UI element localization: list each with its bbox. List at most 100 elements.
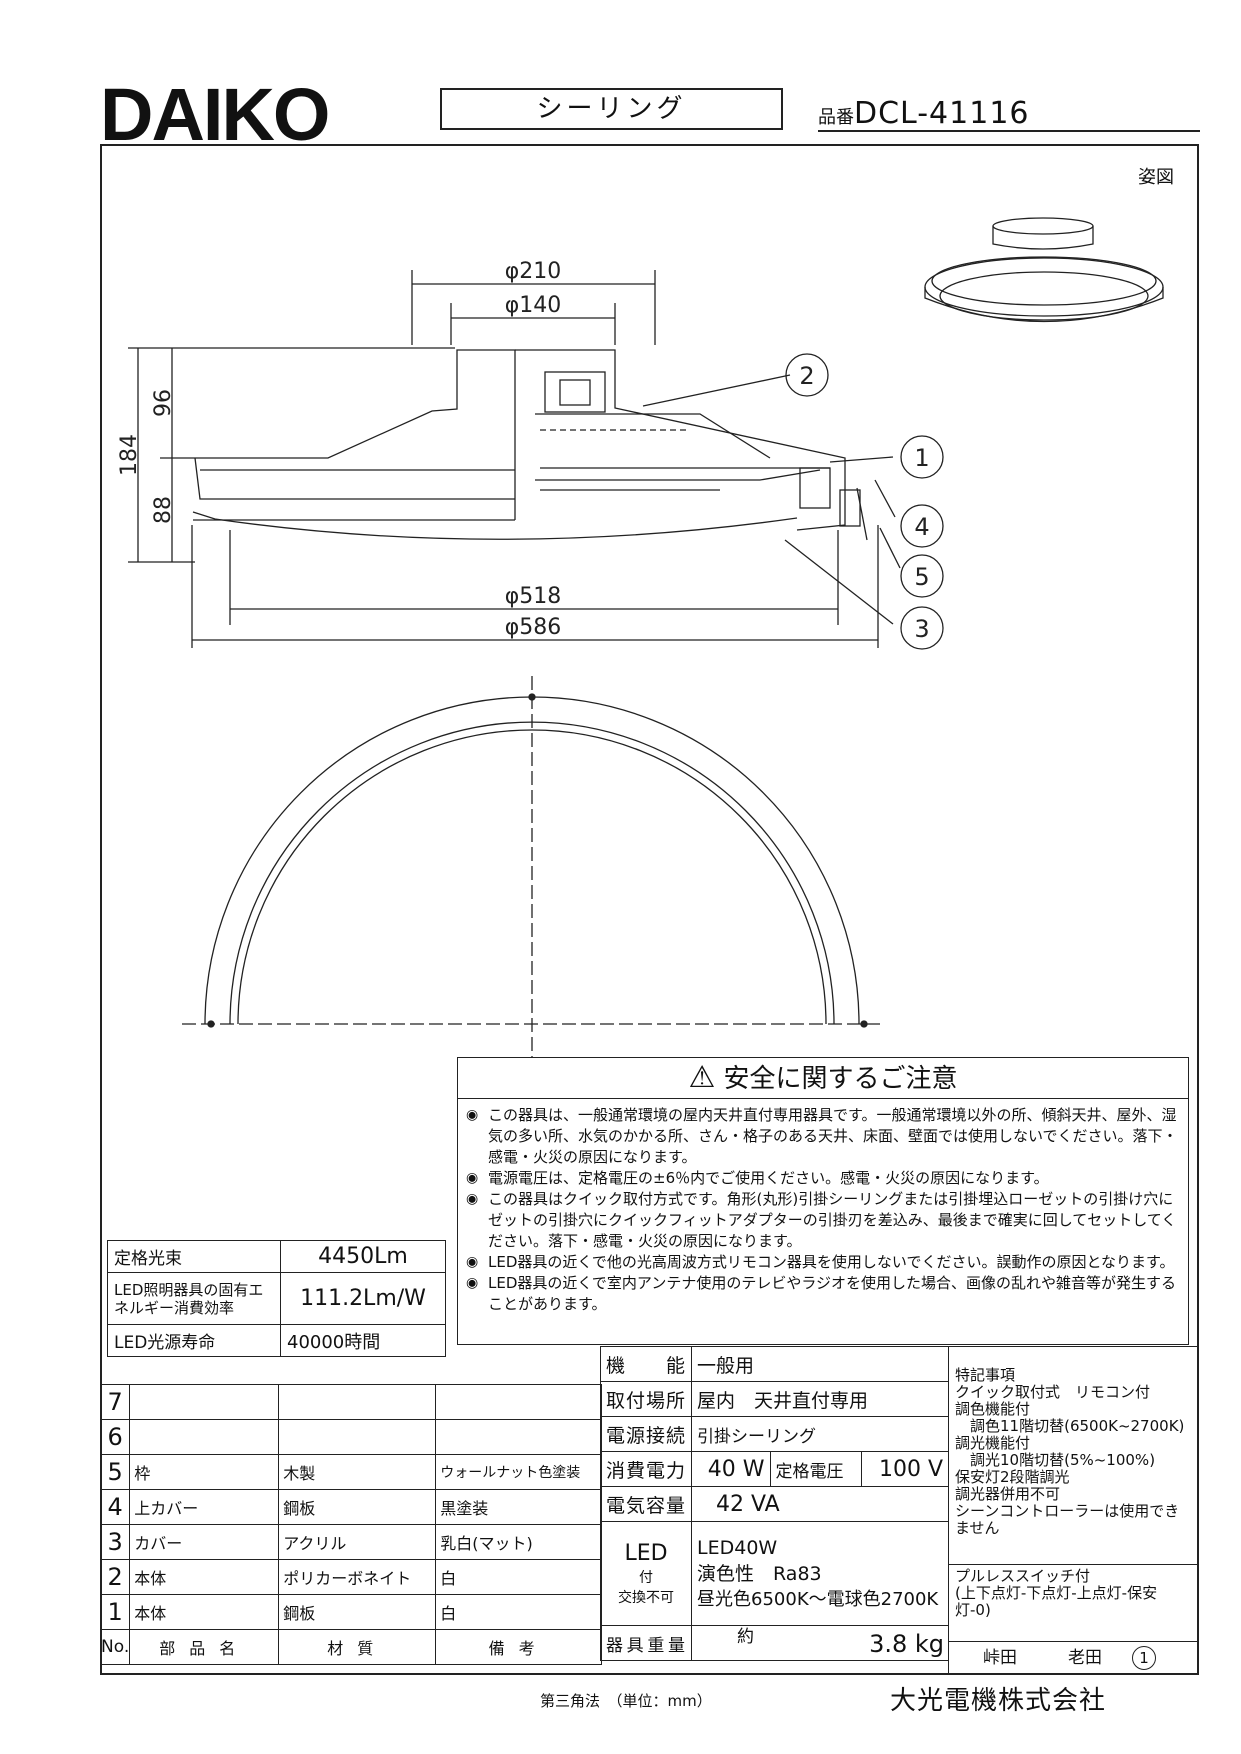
parts-name: 本体	[129, 1559, 280, 1595]
spec-row: LED光源寿命 40000時間	[107, 1324, 446, 1357]
warning-icon: ⚠	[688, 1060, 716, 1095]
parts-row: 6	[99, 1419, 602, 1455]
safety-item: LED器具の近くで他の光高周波方式リモコン器具を使用しないでください。誤動作の原…	[466, 1252, 1180, 1273]
weight-cell: 約 3.8 kg	[691, 1625, 949, 1661]
view-label: 姿図	[1138, 167, 1174, 188]
drawing-frame	[100, 144, 1199, 1675]
safety-title-text: 安全に関するご注意	[723, 1064, 958, 1094]
parts-material	[278, 1384, 437, 1420]
parts-no: 2	[99, 1559, 131, 1595]
prop-row: 取付場所屋内 天井直付専用	[599, 1381, 949, 1417]
led-line3: 昼光色6500K～電球色2700K	[697, 1588, 939, 1610]
callouts	[785, 353, 944, 650]
parts-name: カバー	[129, 1524, 280, 1560]
parts-name	[129, 1384, 280, 1420]
safety-item: この器具はクイック取付方式です。角形(丸形)引掛シーリングまたは引掛埋込ローゼッ…	[466, 1189, 1180, 1252]
safety-list: この器具は、一般通常環境の屋内天井直付専用器具です。一般通常環境以外の所、傾斜天…	[458, 1105, 1188, 1315]
spec-value: 40000時間	[280, 1324, 446, 1357]
parts-note: 黒塗装	[435, 1489, 602, 1525]
callout-4	[900, 504, 944, 548]
parts-material: 鋼板	[278, 1489, 437, 1525]
part-number: 品番DCL-41116	[818, 96, 1200, 132]
company-name: 大光電機株式会社	[890, 1686, 1107, 1716]
spec-label: 定格光束	[107, 1240, 281, 1273]
prop-value: 40 W	[691, 1451, 771, 1487]
parts-row: 7	[99, 1384, 602, 1420]
parts-material: 鋼板	[278, 1594, 437, 1630]
spec-label: LED光源寿命	[107, 1324, 281, 1357]
led-line1: LED40W	[697, 1536, 778, 1559]
dim-height-88: 88	[151, 496, 176, 524]
prop-label: 機能	[599, 1346, 693, 1382]
parts-no: 7	[99, 1384, 131, 1420]
safety-title: ⚠安全に関するご注意	[458, 1058, 1188, 1099]
side-elevation	[128, 270, 901, 648]
spec-row: LED照明器具の固有エネルギー消費効率 111.2Lm/W	[107, 1272, 446, 1325]
parts-name	[129, 1419, 280, 1455]
parts-note: 乳白(マット)	[435, 1524, 602, 1560]
parts-note	[435, 1384, 602, 1420]
prop-value: 屋内 天井直付専用	[691, 1381, 949, 1417]
dim-height-96: 96	[151, 389, 176, 417]
parts-name: 枠	[129, 1454, 280, 1490]
prop-label: 定格電圧	[769, 1451, 863, 1487]
prop-label: 器具重量	[599, 1625, 693, 1661]
prop-value: 引掛シーリング	[691, 1416, 949, 1452]
led-sub1: 付	[639, 1569, 653, 1586]
parts-header-material: 材質	[278, 1629, 437, 1665]
safety-item: 電源電圧は、定格電圧の±6％内でご使用ください。感電・火災の原因になります。	[466, 1168, 1180, 1189]
prop-label: 取付場所	[599, 1381, 693, 1417]
product-type-title: シーリング	[440, 88, 783, 130]
prop-row: 機能一般用	[599, 1346, 949, 1382]
callout-3	[900, 606, 944, 650]
safety-notice: ⚠安全に関するご注意 この器具は、一般通常環境の屋内天井直付専用器具です。一般通…	[457, 1057, 1189, 1345]
part-number-label: 品番	[818, 107, 854, 128]
parts-name: 本体	[129, 1594, 280, 1630]
parts-header-row: No. 部品名 材質 備考	[99, 1629, 602, 1665]
parts-header-name: 部品名	[129, 1629, 280, 1665]
callout-4-label: 4	[914, 513, 929, 541]
parts-name: 上カバー	[129, 1489, 280, 1525]
parts-material: ポリカーボネイト	[278, 1559, 437, 1595]
callout-1	[900, 435, 944, 479]
led-label-cell: LED 付 交換不可	[599, 1521, 693, 1626]
spec-row: 定格光束 4450Lm	[107, 1240, 446, 1273]
callout-1-label: 1	[914, 444, 929, 472]
parts-no: 1	[99, 1594, 131, 1630]
spec-value: 4450Lm	[280, 1240, 446, 1273]
spec-value: 111.2Lm/W	[280, 1272, 446, 1325]
prop-row: 電源接続引掛シーリング	[599, 1416, 949, 1452]
parts-no: 3	[99, 1524, 131, 1560]
spec-table: 定格光束 4450Lm LED照明器具の固有エネルギー消費効率 111.2Lm/…	[107, 1240, 446, 1357]
parts-no: 4	[99, 1489, 131, 1525]
special-notes: 特記事項 クイック取付式 リモコン付 調色機能付 調色11階切替(6500K~2…	[948, 1346, 1199, 1642]
safety-item: LED器具の近くで室内アンテナ使用のテレビやラジオを使用した場合、画像の乱れや雑…	[466, 1273, 1180, 1315]
parts-note: 白	[435, 1559, 602, 1595]
parts-note: ウォールナット色塗装	[435, 1454, 602, 1490]
prop-row: 器具重量 約 3.8 kg	[599, 1625, 949, 1661]
callout-3-label: 3	[914, 615, 929, 643]
prop-value: 42 VA	[691, 1486, 949, 1522]
callout-5-label: 5	[914, 563, 929, 591]
prop-label: 電気容量	[599, 1486, 693, 1522]
led-label: LED	[624, 1540, 668, 1566]
parts-no: 5	[99, 1454, 131, 1490]
safety-item: この器具は、一般通常環境の屋内天井直付専用器具です。一般通常環境以外の所、傾斜天…	[466, 1105, 1180, 1168]
dim-height-184: 184	[117, 434, 142, 476]
callout-2-label: 2	[799, 362, 814, 390]
prop-value: 一般用	[691, 1346, 949, 1382]
parts-material: 木製	[278, 1454, 437, 1490]
parts-no: 6	[99, 1419, 131, 1455]
prop-value: 100 V	[861, 1451, 949, 1487]
brand-logo: DAIKO	[100, 73, 330, 156]
projection-note: 第三角法 （単位：mm）	[540, 1692, 712, 1710]
